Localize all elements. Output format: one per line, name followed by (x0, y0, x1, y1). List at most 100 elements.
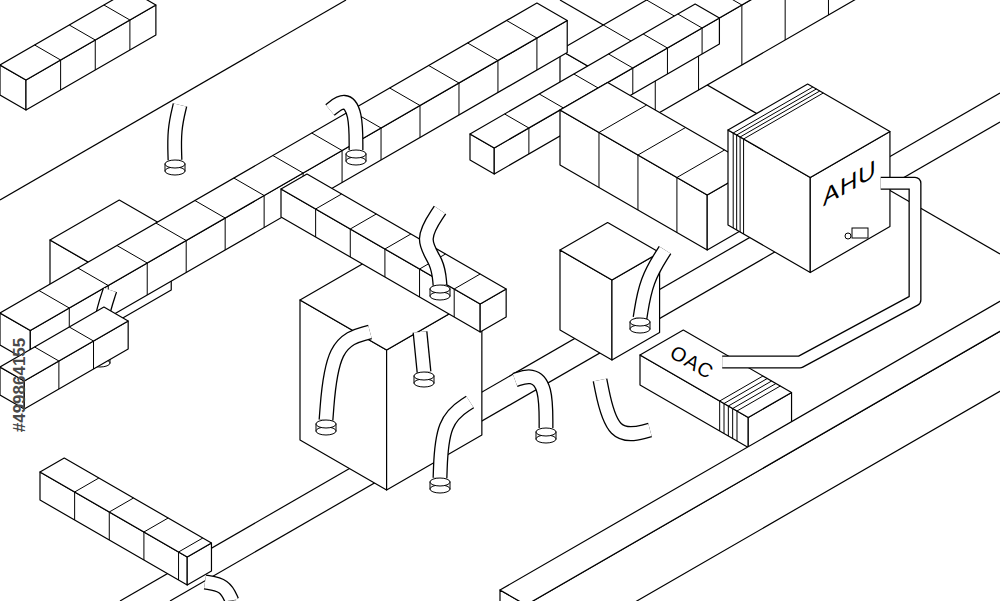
edge-line (429, 66, 459, 84)
face (281, 174, 506, 304)
edge-line (109, 512, 110, 540)
edge-line (741, 5, 742, 65)
equipment-label-box: AHU (819, 150, 881, 216)
duct-body (640, 250, 665, 318)
edge-line (69, 327, 93, 341)
edge-line (744, 93, 824, 139)
round-duct (640, 250, 665, 318)
edge-line (724, 379, 767, 404)
edge-line (574, 74, 598, 88)
edge-line (733, 133, 734, 228)
duct-body (515, 377, 546, 428)
duct-body (205, 582, 232, 601)
face (40, 458, 211, 557)
edge-line (736, 135, 737, 230)
edge-line (420, 106, 421, 138)
edge-line (678, 14, 702, 28)
diffuser (414, 372, 434, 387)
duct-body (440, 402, 470, 478)
edge-line (186, 241, 187, 273)
round-duct (205, 582, 232, 601)
duct-body (426, 210, 440, 285)
edge-line (419, 269, 420, 297)
diffuser-rim (165, 160, 185, 168)
diffuser-rim (316, 420, 336, 428)
duct-outline (426, 210, 440, 285)
rectangular-duct (560, 83, 755, 251)
edge-line (95, 40, 96, 70)
edge-line (637, 155, 638, 210)
diffuser (165, 160, 185, 175)
edge-line (385, 234, 411, 249)
edge-line (315, 209, 316, 237)
edge-line (507, 21, 537, 39)
edge-line (667, 48, 668, 74)
duct-body (330, 102, 356, 150)
edge-line (316, 194, 342, 209)
edge-line (737, 386, 780, 411)
edge-line (732, 409, 733, 439)
damper (845, 228, 868, 239)
equipment-label: OAC (667, 341, 718, 383)
edge-line (60, 60, 61, 90)
edge-line (677, 150, 725, 178)
edge-line (74, 492, 75, 520)
edge-line (728, 381, 771, 406)
edge-line (35, 347, 59, 361)
rectangular-duct (0, 0, 156, 110)
edge-line (454, 274, 480, 289)
edge-line (178, 552, 179, 580)
duct-connector-body (722, 183, 915, 362)
damper-body (852, 228, 868, 238)
outdoor-air-conditioner (640, 330, 792, 448)
edge-line (724, 404, 725, 434)
face (640, 330, 792, 418)
face (500, 270, 1000, 601)
round-duct (426, 210, 440, 285)
edge-line (170, 122, 1000, 601)
face (0, 3, 567, 331)
edge-line (234, 178, 264, 196)
diffuser-rim (630, 318, 650, 326)
edge-line (719, 401, 720, 431)
edge-line (264, 196, 265, 228)
duct-outline (515, 377, 546, 428)
round-duct (440, 402, 470, 478)
edge-line (598, 133, 599, 188)
edge-line (497, 61, 498, 93)
round-duct (330, 102, 356, 150)
duct-outline (600, 380, 650, 434)
diffuser (346, 150, 366, 165)
diffuser-rim (536, 428, 556, 436)
edge-line (129, 20, 130, 50)
duct-body (326, 332, 370, 420)
edge-line (632, 68, 633, 94)
edge-line (312, 133, 342, 151)
diffuser (536, 428, 556, 443)
edge-line (609, 54, 633, 68)
wall-base (500, 270, 1000, 601)
rectangular-duct (40, 458, 211, 585)
edge-line (195, 201, 225, 219)
edge-line (117, 246, 147, 264)
duct-connector-group (722, 183, 915, 362)
edge-line (690, 0, 742, 5)
round-duct (420, 332, 424, 372)
edge-line (458, 83, 459, 115)
damper-knob (845, 233, 851, 239)
edge-line (536, 38, 537, 70)
diffuser (630, 318, 650, 333)
duct-outline (640, 250, 665, 318)
equipment-label: AHU (823, 155, 877, 212)
diffuser (316, 420, 336, 435)
duct-connector (722, 183, 915, 362)
face (560, 83, 755, 196)
edge-line (599, 105, 647, 133)
round-duct (515, 377, 546, 428)
edge-line (273, 156, 303, 174)
diffuser (430, 285, 450, 300)
edge-line (179, 538, 203, 552)
duct-outline (600, 380, 650, 434)
